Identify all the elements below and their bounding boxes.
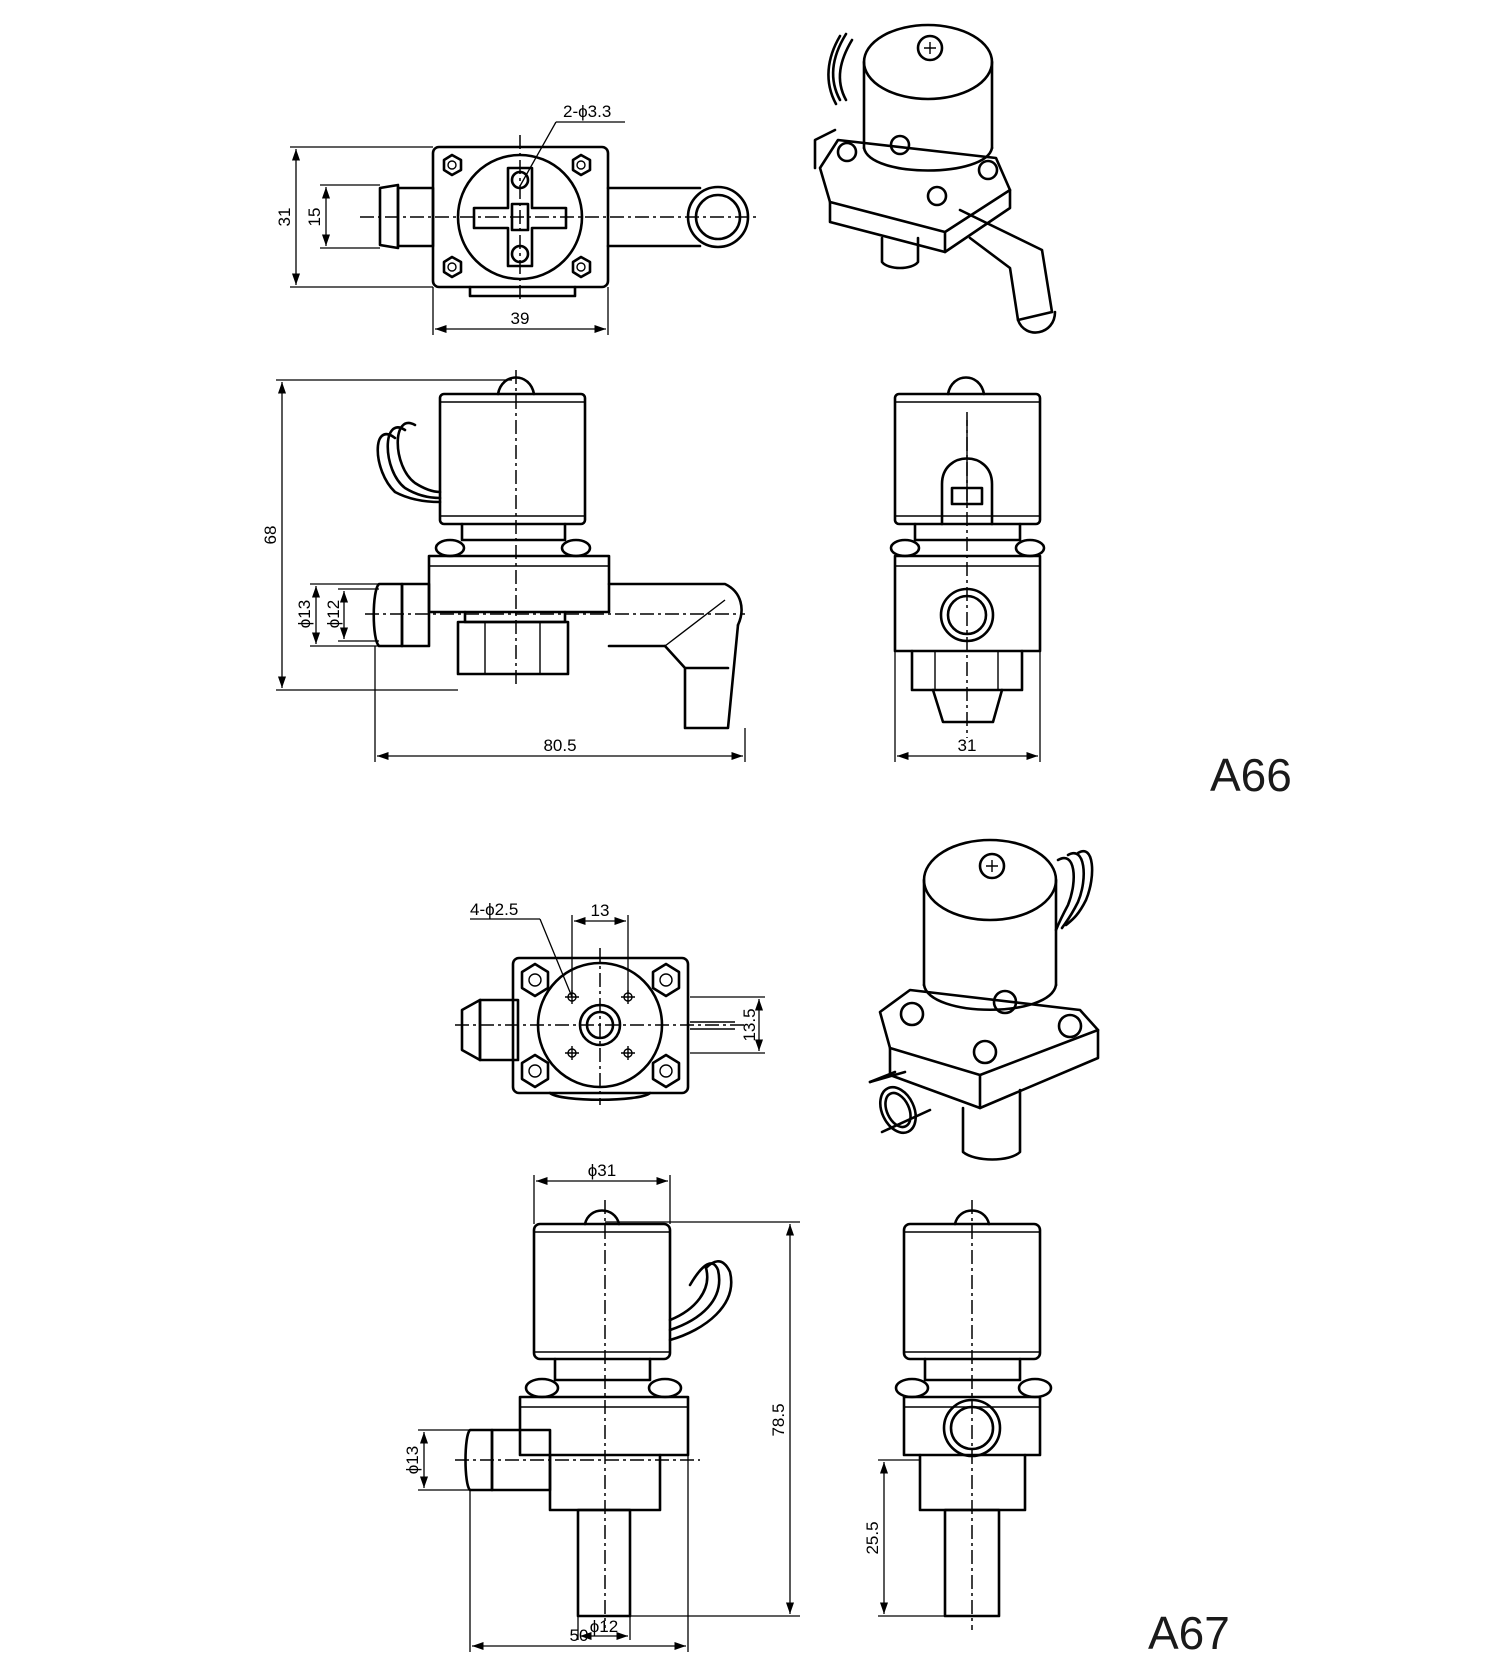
a67-front-outlet-dia: ϕ12 [590,1617,618,1636]
hex-nut-icon [520,1053,550,1089]
a66-side-view: 31 [889,376,1046,762]
a67-top-spacing: 13 [591,901,610,920]
a67-iso-view [868,838,1100,1161]
hex-nut-icon [442,153,463,177]
a66-front-dia-outer: ϕ13 [295,600,314,628]
a67-front-height: 78.5 [769,1403,788,1436]
a66-hole-note: 2-ϕ3.3 [563,102,611,121]
a66-front-height: 68 [261,526,280,545]
a67-top-offset: 13.5 [740,1008,759,1041]
model-label-a67: A67 [1148,1607,1230,1659]
a66-top-width: 39 [511,309,530,328]
model-label-a66: A66 [1210,749,1292,801]
a66-top-view: 2-ϕ3.3 31 15 39 [275,102,760,335]
a66-front-dia-inner: ϕ12 [324,600,343,628]
a67-front-coil-dia: ϕ31 [588,1161,616,1180]
a67-front-view: ϕ31 78.5 ϕ13 ϕ12 50 [403,1161,800,1652]
hex-nut-icon [520,962,550,998]
hex-nut-icon [651,1053,681,1089]
a66-iso-view [813,23,1057,334]
hex-nut-icon [442,255,463,279]
a67-hole-note: 4-ϕ2.5 [470,900,518,919]
a67-top-view: 4-ϕ2.5 13 13.5 [455,900,765,1105]
a66-front-view: 68 ϕ13 ϕ12 80.5 [261,370,746,762]
a67-side-outlet-height: 25.5 [863,1521,882,1554]
a67-front-width: 50 [570,1626,589,1645]
hex-nut-icon [651,962,681,998]
a66-front-length: 80.5 [543,736,576,755]
a66-side-width: 31 [958,736,977,755]
a66-top-height-inner: 15 [305,208,324,227]
a67-side-view: 25.5 [863,1200,1053,1630]
a66-top-height-outer: 31 [275,208,294,227]
hex-nut-icon [571,153,592,177]
hex-nut-icon [571,255,592,279]
a67-front-inlet-dia: ϕ13 [403,1446,422,1474]
